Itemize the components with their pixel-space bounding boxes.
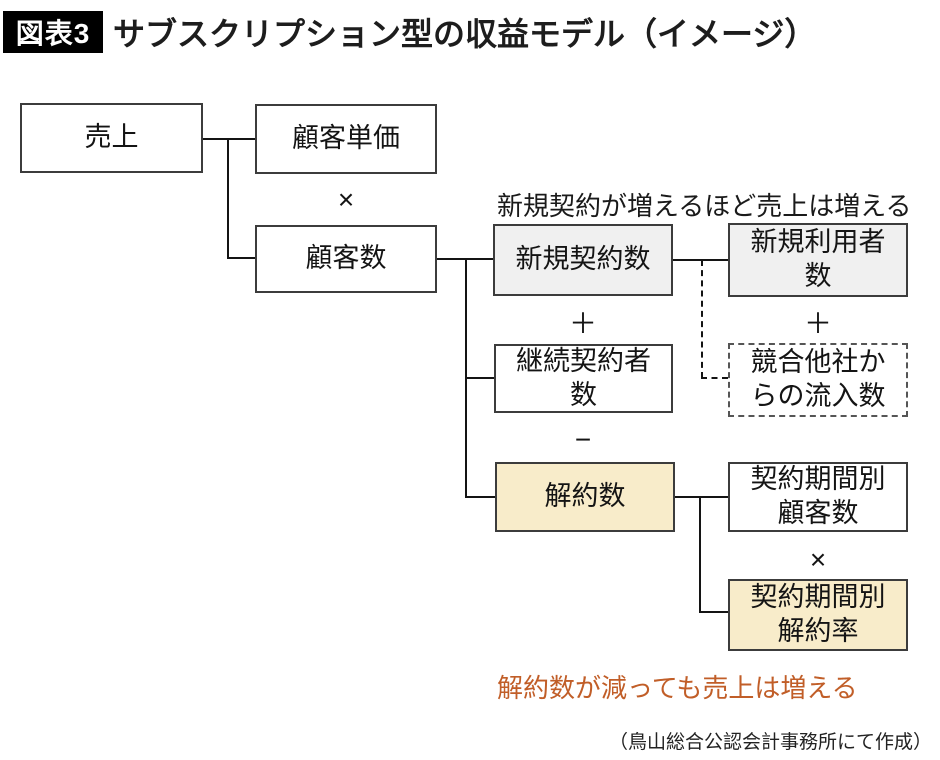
connector-newcontracts-newusers bbox=[673, 259, 728, 261]
node-new-users: 新規利用者 数 bbox=[728, 223, 908, 297]
figure-number-badge: 図表3 bbox=[3, 11, 103, 53]
connector-to-customers bbox=[227, 257, 257, 259]
title-bar: 図表3 サブスクリプション型の収益モデル（イメージ） bbox=[0, 8, 940, 56]
operator-multiply-bottom: × bbox=[809, 544, 827, 575]
credit-line: （鳥山総合公認会計事務所にて作成） bbox=[608, 732, 932, 753]
page-title: サブスクリプション型の収益モデル（イメージ） bbox=[113, 16, 817, 52]
node-unit-price: 顧客単価 bbox=[255, 104, 437, 174]
node-customers: 顧客数 bbox=[255, 225, 437, 293]
node-customers-by-period: 契約期間別 顧客数 bbox=[728, 462, 908, 532]
annotation-new-contracts: 新規契約が増えるほど売上は増える bbox=[497, 191, 912, 221]
annotation-cancellations: 解約数が減っても売上は増える bbox=[497, 673, 858, 703]
node-churn-rate-by-period: 契約期間別 解約率 bbox=[728, 579, 908, 651]
connector-to-continuing bbox=[465, 377, 495, 379]
connector-sales-split bbox=[203, 138, 257, 140]
connector-trunk-3 bbox=[699, 496, 701, 613]
connector-dashed-vertical bbox=[701, 260, 703, 378]
connector-trunk-1 bbox=[227, 138, 229, 259]
operator-minus: − bbox=[574, 424, 592, 455]
node-competitor-inflow: 競合他社か らの流入数 bbox=[728, 343, 908, 417]
node-cancellations: 解約数 bbox=[495, 462, 675, 532]
node-sales: 売上 bbox=[20, 103, 203, 173]
connector-dashed-to-competitor bbox=[701, 377, 728, 379]
connector-to-cancellations bbox=[465, 496, 497, 498]
connector-to-churnrate bbox=[699, 611, 728, 613]
operator-plus-right: ＋ bbox=[803, 308, 832, 339]
operator-plus-left: ＋ bbox=[568, 308, 597, 339]
connector-cancellations-split bbox=[675, 496, 728, 498]
node-continuing-contractors: 継続契約者 数 bbox=[494, 344, 673, 413]
node-new-contracts: 新規契約数 bbox=[493, 224, 673, 296]
operator-multiply-top: × bbox=[337, 184, 355, 215]
